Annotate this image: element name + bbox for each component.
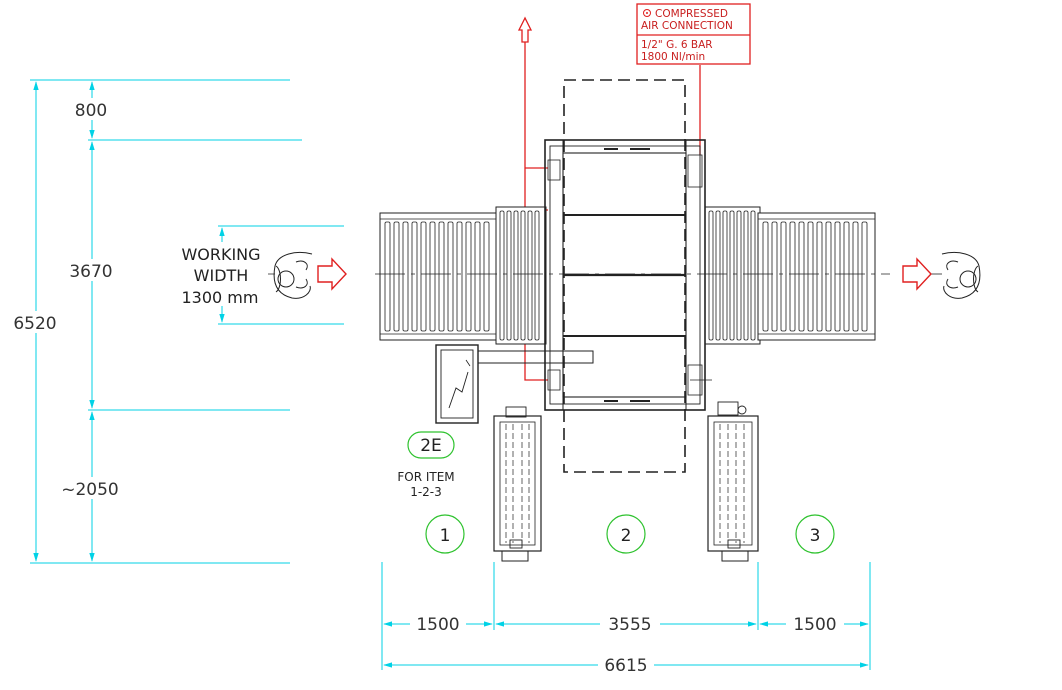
- item-label-1: 1: [440, 526, 451, 546]
- air-connection-label: COMPRESSED AIR CONNECTION 1/2" G. 6 BAR …: [636, 3, 751, 65]
- flow-arrow-out-icon: [902, 257, 932, 291]
- conveyor-roller: [807, 221, 814, 332]
- conveyor-roller: [736, 210, 742, 341]
- transfer-conveyor-left: [495, 206, 547, 345]
- conveyor-roller: [534, 210, 540, 341]
- conveyor-roller: [762, 221, 769, 332]
- conveyor-roller: [852, 221, 859, 332]
- horizontal-dimensions: [381, 562, 871, 670]
- conveyor-roller: [438, 221, 445, 332]
- working-width-line1: WORKING: [181, 245, 260, 264]
- working-width-line3: 1300 mm: [182, 288, 259, 307]
- conveyor-roller: [456, 221, 463, 332]
- panel-tag-label: 2E: [420, 436, 442, 456]
- conveyor-roller: [465, 221, 472, 332]
- dim-middle-3670: 3670: [69, 262, 112, 282]
- air-label-line4: 1800 Nl/min: [641, 51, 705, 63]
- operator-right-icon: [941, 252, 981, 299]
- conveyor-roller: [816, 221, 823, 332]
- air-symbol-icon: [643, 9, 651, 17]
- conveyor-roller: [843, 221, 850, 332]
- conveyor-roller: [743, 210, 749, 341]
- conveyor-roller: [384, 221, 391, 332]
- conveyor-roller: [825, 221, 832, 332]
- outfeed-conveyor: [757, 212, 876, 341]
- panel-note-line1: FOR ITEM: [397, 470, 454, 484]
- pallet-magazine-right: [707, 401, 759, 562]
- conveyor-roller: [771, 221, 778, 332]
- dim-bottom-2050: ~2050: [61, 480, 119, 500]
- conveyor-roller: [506, 210, 512, 341]
- conveyor-roller: [780, 221, 787, 332]
- conveyor-roller: [834, 221, 841, 332]
- air-lines: [524, 40, 701, 381]
- flow-arrow-in-icon: [317, 257, 347, 291]
- machine-frame: [544, 139, 712, 411]
- conveyor-roller: [527, 210, 533, 341]
- dim-total-6520: 6520: [13, 314, 56, 334]
- conveyor-roller: [420, 221, 427, 332]
- conveyor-roller: [483, 221, 490, 332]
- air-outlet-arrow-icon: [517, 16, 533, 43]
- infeed-conveyor: [379, 212, 501, 341]
- item-circle-1: 1: [425, 514, 465, 554]
- conveyor-roller: [520, 210, 526, 341]
- conveyor-roller: [447, 221, 454, 332]
- transfer-conveyor-right: [704, 206, 761, 345]
- dim-top-800: 800: [75, 101, 107, 121]
- air-label-line2: AIR CONNECTION: [641, 20, 733, 32]
- air-label-line1: COMPRESSED: [655, 8, 728, 20]
- dim-center-3555: 3555: [608, 615, 651, 635]
- item-circle-2: 2: [606, 514, 646, 554]
- working-width-dimension: [218, 225, 344, 325]
- conveyor-roller: [729, 210, 735, 341]
- conveyor-roller: [750, 210, 756, 341]
- conveyor-roller: [861, 221, 868, 332]
- conveyor-roller: [798, 221, 805, 332]
- dim-left-1500: 1500: [416, 615, 459, 635]
- air-label-line3: 1/2" G. 6 BAR: [641, 39, 713, 51]
- conveyor-roller: [708, 210, 714, 341]
- control-panel-2e: [435, 344, 594, 424]
- pallet-magazine-left: [493, 406, 542, 562]
- item-label-2: 2: [621, 526, 632, 546]
- conveyor-roller: [429, 221, 436, 332]
- panel-tag: 2E: [407, 431, 455, 459]
- item-label-3: 3: [810, 526, 821, 546]
- conveyor-roller: [789, 221, 796, 332]
- item-circle-3: 3: [795, 514, 835, 554]
- operator-left-icon: [273, 252, 313, 299]
- working-width-line2: WIDTH: [194, 266, 249, 285]
- conveyor-roller: [513, 210, 519, 341]
- panel-note-line2: 1-2-3: [410, 485, 442, 499]
- conveyor-roller: [402, 221, 409, 332]
- conveyor-roller: [715, 210, 721, 341]
- dim-total-6615: 6615: [604, 656, 647, 676]
- conveyor-roller: [474, 221, 481, 332]
- conveyor-roller: [393, 221, 400, 332]
- conveyor-roller: [722, 210, 728, 341]
- dim-right-1500: 1500: [793, 615, 836, 635]
- conveyor-roller: [499, 210, 505, 341]
- conveyor-roller: [411, 221, 418, 332]
